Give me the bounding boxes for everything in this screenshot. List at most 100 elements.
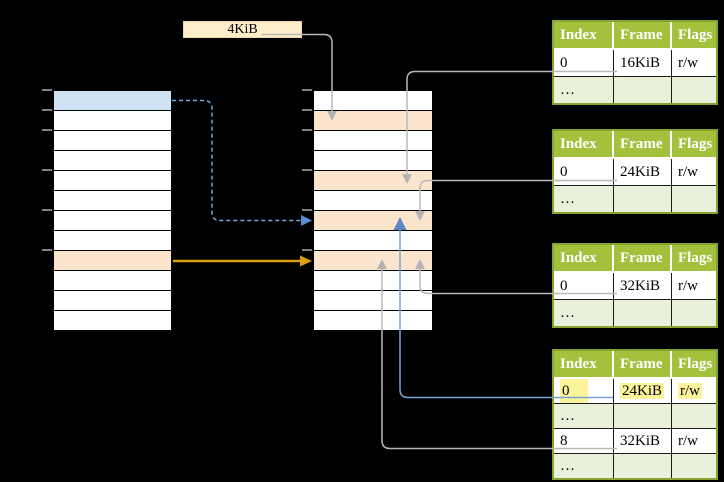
highlighted-value: 0 <box>560 379 588 403</box>
flags-cell <box>672 454 716 478</box>
vmem-tick <box>42 249 52 251</box>
page-table-1: Index Frame Flags 0 16KiB r/w … <box>552 20 718 105</box>
index-cell: 8 <box>554 429 614 453</box>
index-cell: … <box>554 77 614 103</box>
frame-cell <box>614 404 672 428</box>
column-header-index: Index <box>554 131 614 157</box>
column-header-frame: Frame <box>614 22 672 48</box>
memory-row <box>314 151 432 171</box>
memory-row <box>314 311 432 330</box>
index-cell: 0 <box>554 379 614 403</box>
highlighted-value: 24KiB <box>620 383 665 399</box>
page-table-3: Index Frame Flags 0 32KiB r/w … <box>552 243 718 328</box>
memory-row <box>54 211 171 231</box>
virtual-memory-table <box>53 90 172 331</box>
flags-cell <box>672 186 716 212</box>
memory-row <box>314 211 432 231</box>
flags-cell: r/w <box>678 164 698 180</box>
memory-row <box>314 291 432 311</box>
flags-cell <box>672 77 716 103</box>
column-header-frame: Frame <box>614 245 672 271</box>
table-row-ellipsis: … <box>554 453 716 478</box>
index-cell: 0 <box>554 273 614 299</box>
table-row-ellipsis: … <box>554 299 716 326</box>
pmem-tick <box>302 209 312 211</box>
page-table-4: Index Frame Flags 0 24KiB r/w … 8 32KiB … <box>552 349 718 480</box>
memory-row <box>314 231 432 251</box>
frame-cell <box>614 454 672 478</box>
memory-row <box>54 291 171 311</box>
column-header-index: Index <box>554 245 614 271</box>
frame-cell <box>614 186 672 212</box>
vmem-tick <box>42 129 52 131</box>
table-row-ellipsis: … <box>554 403 716 428</box>
highlighted-value: r/w <box>678 383 702 399</box>
table-row-highlighted: 0 24KiB r/w <box>554 379 716 403</box>
page-size-label: 4KiB <box>183 21 302 38</box>
memory-row <box>314 171 432 191</box>
connector-virtual-page0-to-table <box>172 99 301 222</box>
table-row-ellipsis: … <box>554 185 716 212</box>
frame-cell: 16KiB <box>614 50 672 76</box>
column-header-flags: Flags <box>678 27 713 43</box>
column-header-frame: Frame <box>614 131 672 157</box>
vmem-tick <box>42 109 52 111</box>
column-header-flags: Flags <box>678 250 713 266</box>
column-header-frame: Frame <box>614 351 672 377</box>
page-table-4-header: Index Frame Flags <box>554 351 716 379</box>
pmem-tick <box>302 129 312 131</box>
frame-cell: 32KiB <box>614 273 672 299</box>
frame-cell: 24KiB <box>614 159 672 185</box>
page-table-3-header: Index Frame Flags <box>554 245 716 273</box>
index-cell: 0 <box>554 50 614 76</box>
memory-row <box>314 91 432 111</box>
column-header-flags: Flags <box>678 136 713 152</box>
pmem-tick <box>302 109 312 111</box>
page-table-2-header: Index Frame Flags <box>554 131 716 159</box>
table-row: 0 24KiB r/w <box>554 159 716 185</box>
flags-cell: r/w <box>678 433 698 449</box>
table-row: 0 16KiB r/w <box>554 50 716 76</box>
memory-row <box>314 251 432 271</box>
memory-row <box>54 311 171 330</box>
memory-row <box>54 231 171 251</box>
table-row: 8 32KiB r/w <box>554 428 716 453</box>
flags-cell: r/w <box>678 278 698 294</box>
page-table-1-header: Index Frame Flags <box>554 22 716 50</box>
vmem-tick <box>42 169 52 171</box>
memory-row <box>54 191 171 211</box>
index-cell: … <box>554 454 614 478</box>
arrowhead-right-icon <box>300 255 312 267</box>
memory-row <box>314 271 432 291</box>
physical-memory-table <box>313 90 433 331</box>
pmem-tick <box>302 249 312 251</box>
memory-row <box>54 91 171 111</box>
memory-row <box>314 191 432 211</box>
vmem-tick <box>42 89 52 91</box>
vmem-tick <box>42 209 52 211</box>
memory-row <box>54 111 171 131</box>
frame-cell <box>614 300 672 326</box>
memory-row <box>54 131 171 151</box>
index-cell: … <box>554 404 614 428</box>
memory-row <box>54 151 171 171</box>
frame-cell <box>614 77 672 103</box>
memory-row <box>54 271 171 291</box>
memory-row <box>54 171 171 191</box>
memory-row <box>314 131 432 151</box>
memory-row <box>314 111 432 131</box>
memory-row <box>54 251 171 271</box>
index-cell: … <box>554 186 614 212</box>
column-header-index: Index <box>554 351 614 377</box>
table-row: 0 32KiB r/w <box>554 273 716 299</box>
flags-cell <box>672 300 716 326</box>
page-table-2: Index Frame Flags 0 24KiB r/w … <box>552 129 718 214</box>
column-header-flags: Flags <box>678 356 713 372</box>
pmem-tick <box>302 89 312 91</box>
column-header-index: Index <box>554 22 614 48</box>
flags-cell: r/w <box>672 379 716 403</box>
frame-cell: 24KiB <box>614 379 672 403</box>
arrowhead-right-icon <box>301 215 312 226</box>
pmem-tick <box>302 169 312 171</box>
